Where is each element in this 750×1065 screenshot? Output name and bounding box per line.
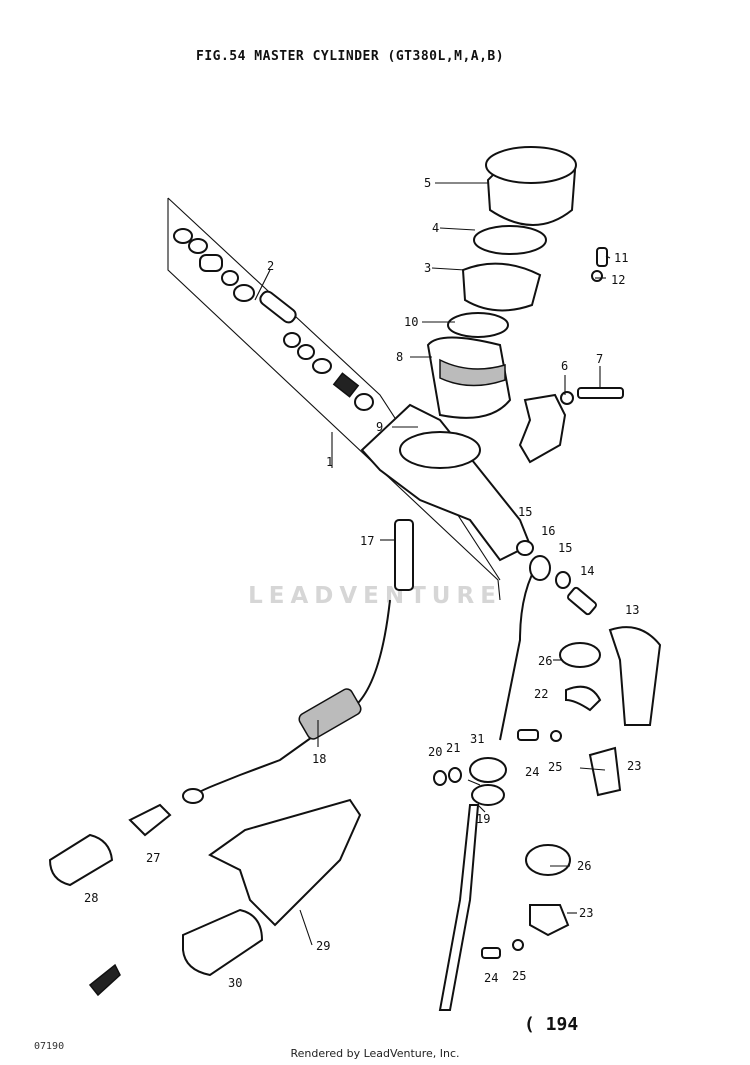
callout-labels: 1 2 3 4 5 6 7 8 9 10 11 12 13 14 15 15 1… <box>84 176 641 990</box>
reservoir-assembly <box>461 146 577 312</box>
callout-4: 4 <box>432 221 439 235</box>
callout-16: 16 <box>541 524 555 538</box>
callout-10: 10 <box>404 315 418 329</box>
leader-lines <box>254 182 611 946</box>
hose-right <box>499 540 597 741</box>
callout-15-right: 15 <box>558 541 572 555</box>
seal-kit-parts <box>173 228 374 411</box>
callout-30: 30 <box>228 976 242 990</box>
callout-26-bottom: 26 <box>577 859 591 873</box>
kit-bracket-outline <box>167 197 501 601</box>
callout-2: 2 <box>267 259 274 273</box>
callout-23-top: 23 <box>627 759 641 773</box>
callout-24-top: 24 <box>525 765 539 779</box>
bottom-left-parts <box>48 798 362 997</box>
callout-1: 1 <box>326 455 333 469</box>
lower-switch-assembly <box>433 729 571 1011</box>
callout-3: 3 <box>424 261 431 275</box>
callout-19: 19 <box>476 812 490 826</box>
callout-24-bottom: 24 <box>484 971 498 985</box>
callout-17: 17 <box>360 534 374 548</box>
callout-27: 27 <box>146 851 160 865</box>
callout-31: 31 <box>470 732 484 746</box>
callout-20: 20 <box>428 745 442 759</box>
callout-18: 18 <box>312 752 326 766</box>
callout-5: 5 <box>424 176 431 190</box>
callout-23-bottom: 23 <box>579 906 593 920</box>
hose-left <box>182 519 414 804</box>
callout-25-top: 25 <box>548 760 562 774</box>
page-number: ( 194 <box>524 1014 579 1035</box>
diagram-code: 07190 <box>34 1041 65 1052</box>
callout-15-top: 15 <box>518 505 532 519</box>
watermark: LEADVENTURE <box>248 583 502 609</box>
callout-11: 11 <box>614 251 628 265</box>
callout-13: 13 <box>625 603 639 617</box>
callout-28: 28 <box>84 891 98 905</box>
callout-22: 22 <box>534 687 548 701</box>
callout-7: 7 <box>596 352 603 366</box>
callout-8: 8 <box>396 350 403 364</box>
callout-12: 12 <box>611 273 625 287</box>
callout-29: 29 <box>316 939 330 953</box>
callout-26-top: 26 <box>538 654 552 668</box>
figure-title: FIG.54 MASTER CYLINDER (GT380L,M,A,B) <box>196 49 505 64</box>
callout-14: 14 <box>580 564 594 578</box>
callout-21: 21 <box>446 741 460 755</box>
master-cylinder-body <box>360 312 532 562</box>
rendered-by-credit: Rendered by LeadVenture, Inc. <box>290 1047 460 1060</box>
brake-switch-parts <box>559 626 662 797</box>
callout-6: 6 <box>561 359 568 373</box>
callout-9: 9 <box>376 420 383 434</box>
callout-25-bottom: 25 <box>512 969 526 983</box>
